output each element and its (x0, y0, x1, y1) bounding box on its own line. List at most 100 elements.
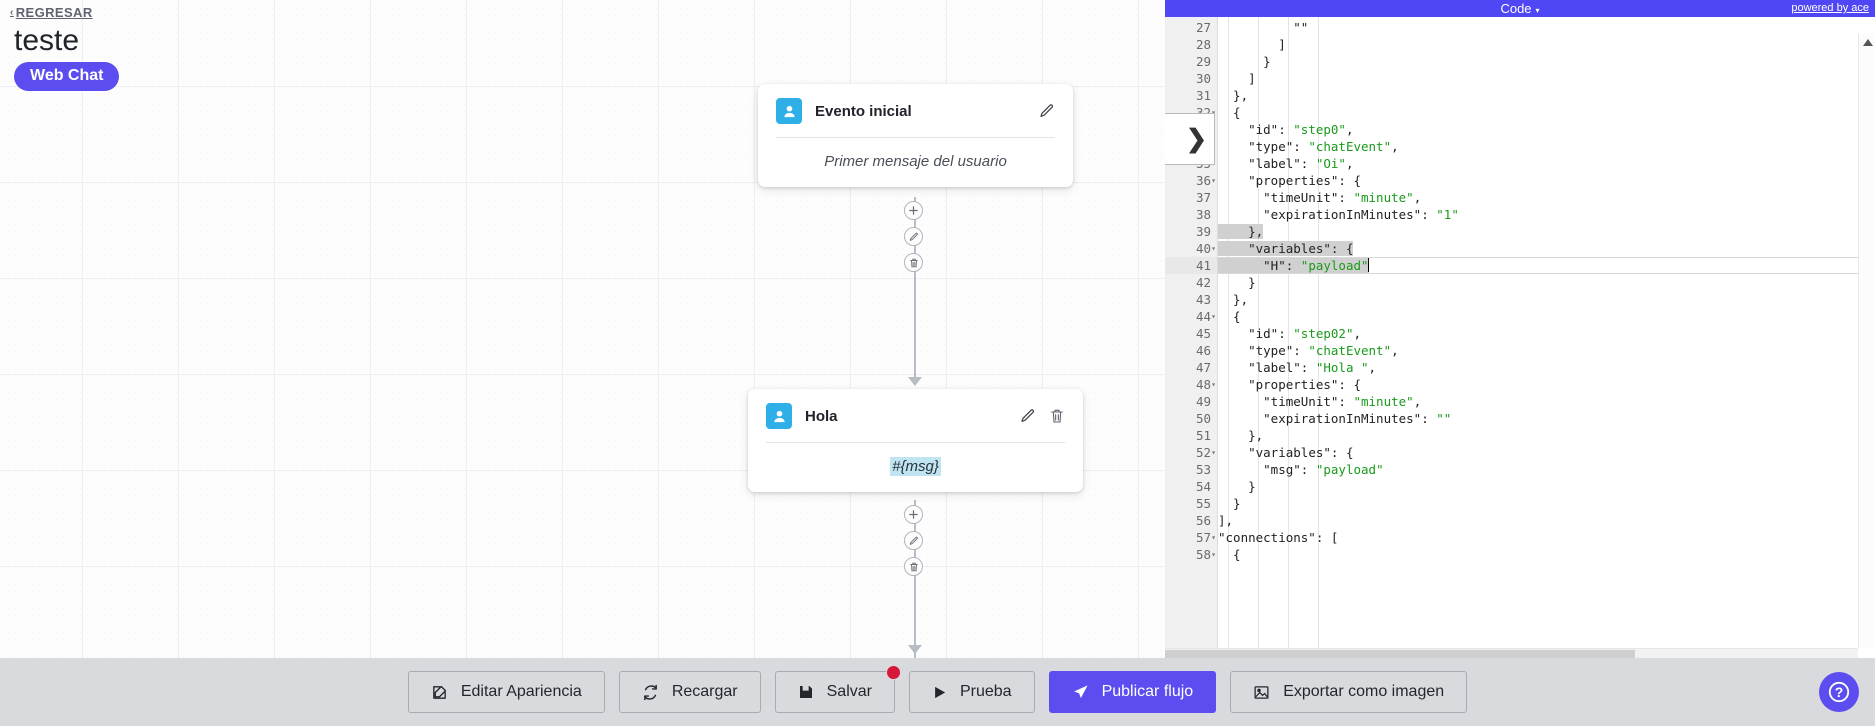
code-line[interactable]: "type": "chatEvent", (1248, 139, 1399, 154)
line-number[interactable]: 47 (1195, 360, 1211, 375)
edge-add-button-1[interactable] (904, 201, 923, 220)
line-number[interactable]: 42 (1195, 275, 1211, 290)
code-line[interactable]: "variables": { (1248, 445, 1354, 460)
editor-horizontal-scrollbar[interactable] (1165, 648, 1858, 658)
code-line[interactable]: { (1218, 547, 1241, 562)
code-line[interactable]: ] (1218, 37, 1286, 52)
flow-canvas[interactable]: ‹ REGRESAR teste Web Chat Evento inicial… (0, 0, 1165, 658)
code-editor-body[interactable]: 272829303132▾33343536▾37383940▾41424344▾… (1165, 17, 1875, 658)
code-line[interactable]: "variables": { (1218, 240, 1875, 257)
code-line[interactable]: }, (1218, 428, 1264, 443)
code-line[interactable]: }, (1218, 292, 1249, 307)
fold-toggle-icon[interactable]: ▾ (1211, 380, 1216, 389)
flow-node-hola[interactable]: Hola #{msg} (748, 389, 1083, 492)
fold-toggle-icon[interactable]: ▾ (1211, 533, 1216, 542)
line-number[interactable]: 41 (1165, 257, 1217, 274)
code-line[interactable]: ], (1218, 513, 1234, 528)
code-line[interactable]: { (1218, 105, 1241, 120)
toolbar-button-editar-apariencia[interactable]: Editar Apariencia (407, 671, 605, 713)
code-line[interactable]: }, (1218, 88, 1249, 103)
code-line[interactable]: "timeUnit": "minute", (1263, 394, 1422, 409)
edit-icon[interactable] (1039, 103, 1055, 119)
fold-toggle-icon[interactable]: ▾ (1211, 550, 1216, 559)
edge-delete-button-2[interactable] (904, 557, 923, 576)
code-line[interactable]: { (1218, 309, 1241, 324)
toolbar-button-publicar-flujo[interactable]: Publicar flujo (1048, 671, 1217, 713)
line-number[interactable]: 27 (1195, 20, 1211, 35)
edge-edit-button-2[interactable] (904, 531, 923, 550)
line-number[interactable]: 28 (1195, 37, 1211, 52)
code-line[interactable]: } (1218, 496, 1241, 511)
scrollbar-thumb[interactable] (1165, 650, 1635, 658)
code-line[interactable]: "H": "payload" (1218, 257, 1875, 274)
line-number[interactable]: 48▾ (1195, 377, 1216, 392)
line-number[interactable]: 37 (1195, 190, 1211, 205)
code-line[interactable]: "msg": "payload" (1263, 462, 1384, 477)
code-editor-panel[interactable]: Code▾ powered by ace 272829303132▾333435… (1165, 0, 1875, 658)
line-number[interactable]: 53 (1195, 462, 1211, 477)
line-number[interactable]: 50 (1195, 411, 1211, 426)
code-line[interactable]: "expirationInMinutes": "" (1263, 411, 1452, 426)
code-line[interactable]: }, (1218, 224, 1264, 239)
line-number[interactable]: 49 (1195, 394, 1211, 409)
back-link[interactable]: ‹ REGRESAR (10, 5, 93, 20)
code-line[interactable]: "id": "step0", (1248, 122, 1354, 137)
line-number[interactable]: 29 (1195, 54, 1211, 69)
line-number[interactable]: 55 (1195, 496, 1211, 511)
line-number[interactable]: 40▾ (1195, 241, 1216, 256)
line-number[interactable]: 56 (1195, 513, 1211, 528)
node-actions (1020, 408, 1065, 424)
fold-toggle-icon[interactable]: ▾ (1211, 312, 1216, 321)
line-number[interactable]: 38 (1195, 207, 1211, 222)
line-number[interactable]: 30 (1195, 71, 1211, 86)
line-number[interactable]: 39 (1195, 224, 1211, 239)
line-number[interactable]: 52▾ (1195, 445, 1216, 460)
line-number[interactable]: 44▾ (1195, 309, 1216, 324)
delete-icon[interactable] (1049, 408, 1065, 424)
fold-toggle-icon[interactable]: ▾ (1211, 244, 1216, 253)
line-number[interactable]: 54 (1195, 479, 1211, 494)
code-line[interactable]: "" (1293, 20, 1309, 35)
code-line[interactable]: ] (1218, 71, 1256, 86)
fold-toggle-icon[interactable]: ▾ (1211, 448, 1216, 457)
edge-add-button-2[interactable] (904, 505, 923, 524)
toolbar-button-prueba[interactable]: Prueba (908, 671, 1035, 713)
code-line[interactable]: "expirationInMinutes": "1" (1263, 207, 1459, 222)
editor-vertical-scrollbar[interactable] (1858, 34, 1875, 648)
scroll-up-arrow-icon[interactable] (1863, 39, 1873, 46)
code-line[interactable]: "connections": [ (1218, 530, 1339, 545)
code-line[interactable]: "label": "Hola ", (1248, 360, 1377, 375)
edge-edit-button-1[interactable] (904, 227, 923, 246)
edge-delete-button-1[interactable] (904, 253, 923, 272)
edit-icon[interactable] (1020, 408, 1036, 424)
code-fold-widget[interactable]: ❯ (1165, 113, 1215, 165)
help-button[interactable]: ? (1819, 672, 1859, 712)
line-number[interactable]: 57▾ (1195, 530, 1216, 545)
powered-by-link[interactable]: powered by ace (1791, 2, 1869, 14)
code-line[interactable]: "properties": { (1248, 377, 1361, 392)
code-line[interactable]: "properties": { (1248, 173, 1361, 188)
line-number[interactable]: 45 (1195, 326, 1211, 341)
code-line[interactable]: } (1218, 275, 1256, 290)
node-body: Primer mensaje del usuario (758, 138, 1073, 187)
code-editor-title[interactable]: Code▾ (1500, 1, 1539, 16)
line-number[interactable]: 51 (1195, 428, 1211, 443)
toolbar-button-recargar[interactable]: Recargar (618, 671, 761, 713)
fold-toggle-icon[interactable]: ▾ (1211, 176, 1216, 185)
toolbar-button-exportar-como-imagen[interactable]: Exportar como imagen (1230, 671, 1468, 713)
code-line[interactable]: "timeUnit": "minute", (1263, 190, 1422, 205)
code-line[interactable]: } (1218, 479, 1256, 494)
line-number[interactable]: 46 (1195, 343, 1211, 358)
flow-node-evento-inicial[interactable]: Evento inicial Primer mensaje del usuari… (758, 84, 1073, 187)
line-number[interactable]: 36▾ (1195, 173, 1216, 188)
code-line[interactable]: "id": "step02", (1248, 326, 1362, 341)
code-line[interactable]: } (1218, 54, 1271, 69)
toolbar-button-salvar[interactable]: Salvar (774, 665, 901, 713)
code-line[interactable]: "label": "Oi", (1248, 156, 1354, 171)
line-number[interactable]: 43 (1195, 292, 1211, 307)
code-content[interactable]: "" ] } ] }, { "id": "step0", "type": "ch… (1218, 17, 1875, 658)
line-number[interactable]: 58▾ (1195, 547, 1216, 562)
fold-toggle-icon[interactable]: ▾ (1211, 104, 1216, 121)
line-number[interactable]: 31 (1195, 88, 1211, 103)
code-line[interactable]: "type": "chatEvent", (1248, 343, 1399, 358)
